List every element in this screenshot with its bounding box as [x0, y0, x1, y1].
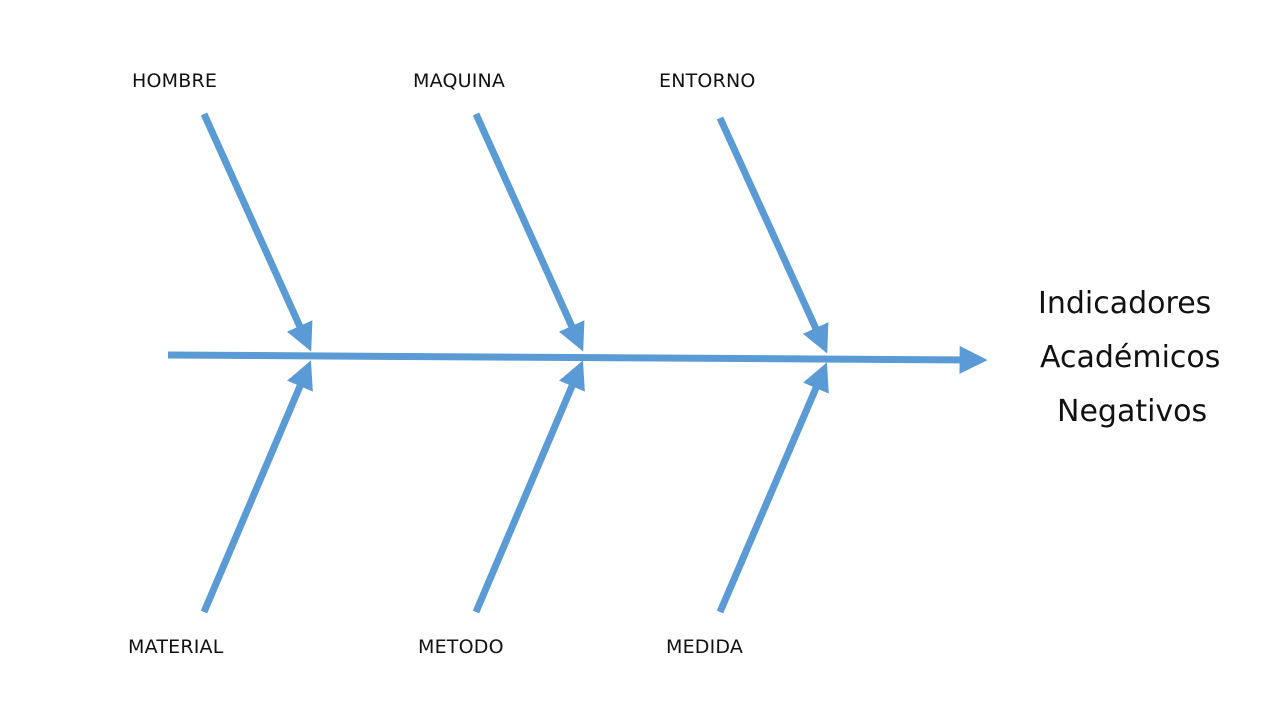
category-label-medida: MEDIDA [666, 636, 744, 658]
bone-metodo-arrow [472, 360, 585, 614]
bone-material-arrow [200, 360, 313, 614]
category-label-hombre: HOMBRE [132, 70, 218, 92]
effect-line-3: Negativos [1057, 394, 1208, 429]
spine-arrow [167, 345, 988, 374]
category-label-maquina: MAQUINA [413, 70, 506, 92]
bone-maquina-arrow [472, 112, 585, 352]
category-label-material: MATERIAL [128, 636, 224, 658]
bone-hombre-arrow [200, 112, 313, 352]
effect-line-2: Académicos [1040, 340, 1221, 375]
category-label-entorno: ENTORNO [659, 70, 756, 92]
category-label-metodo: METODO [418, 636, 504, 658]
bone-medida-arrow [716, 362, 829, 614]
effect-line-1: Indicadores [1038, 286, 1212, 321]
bone-entorno-arrow [716, 116, 829, 354]
